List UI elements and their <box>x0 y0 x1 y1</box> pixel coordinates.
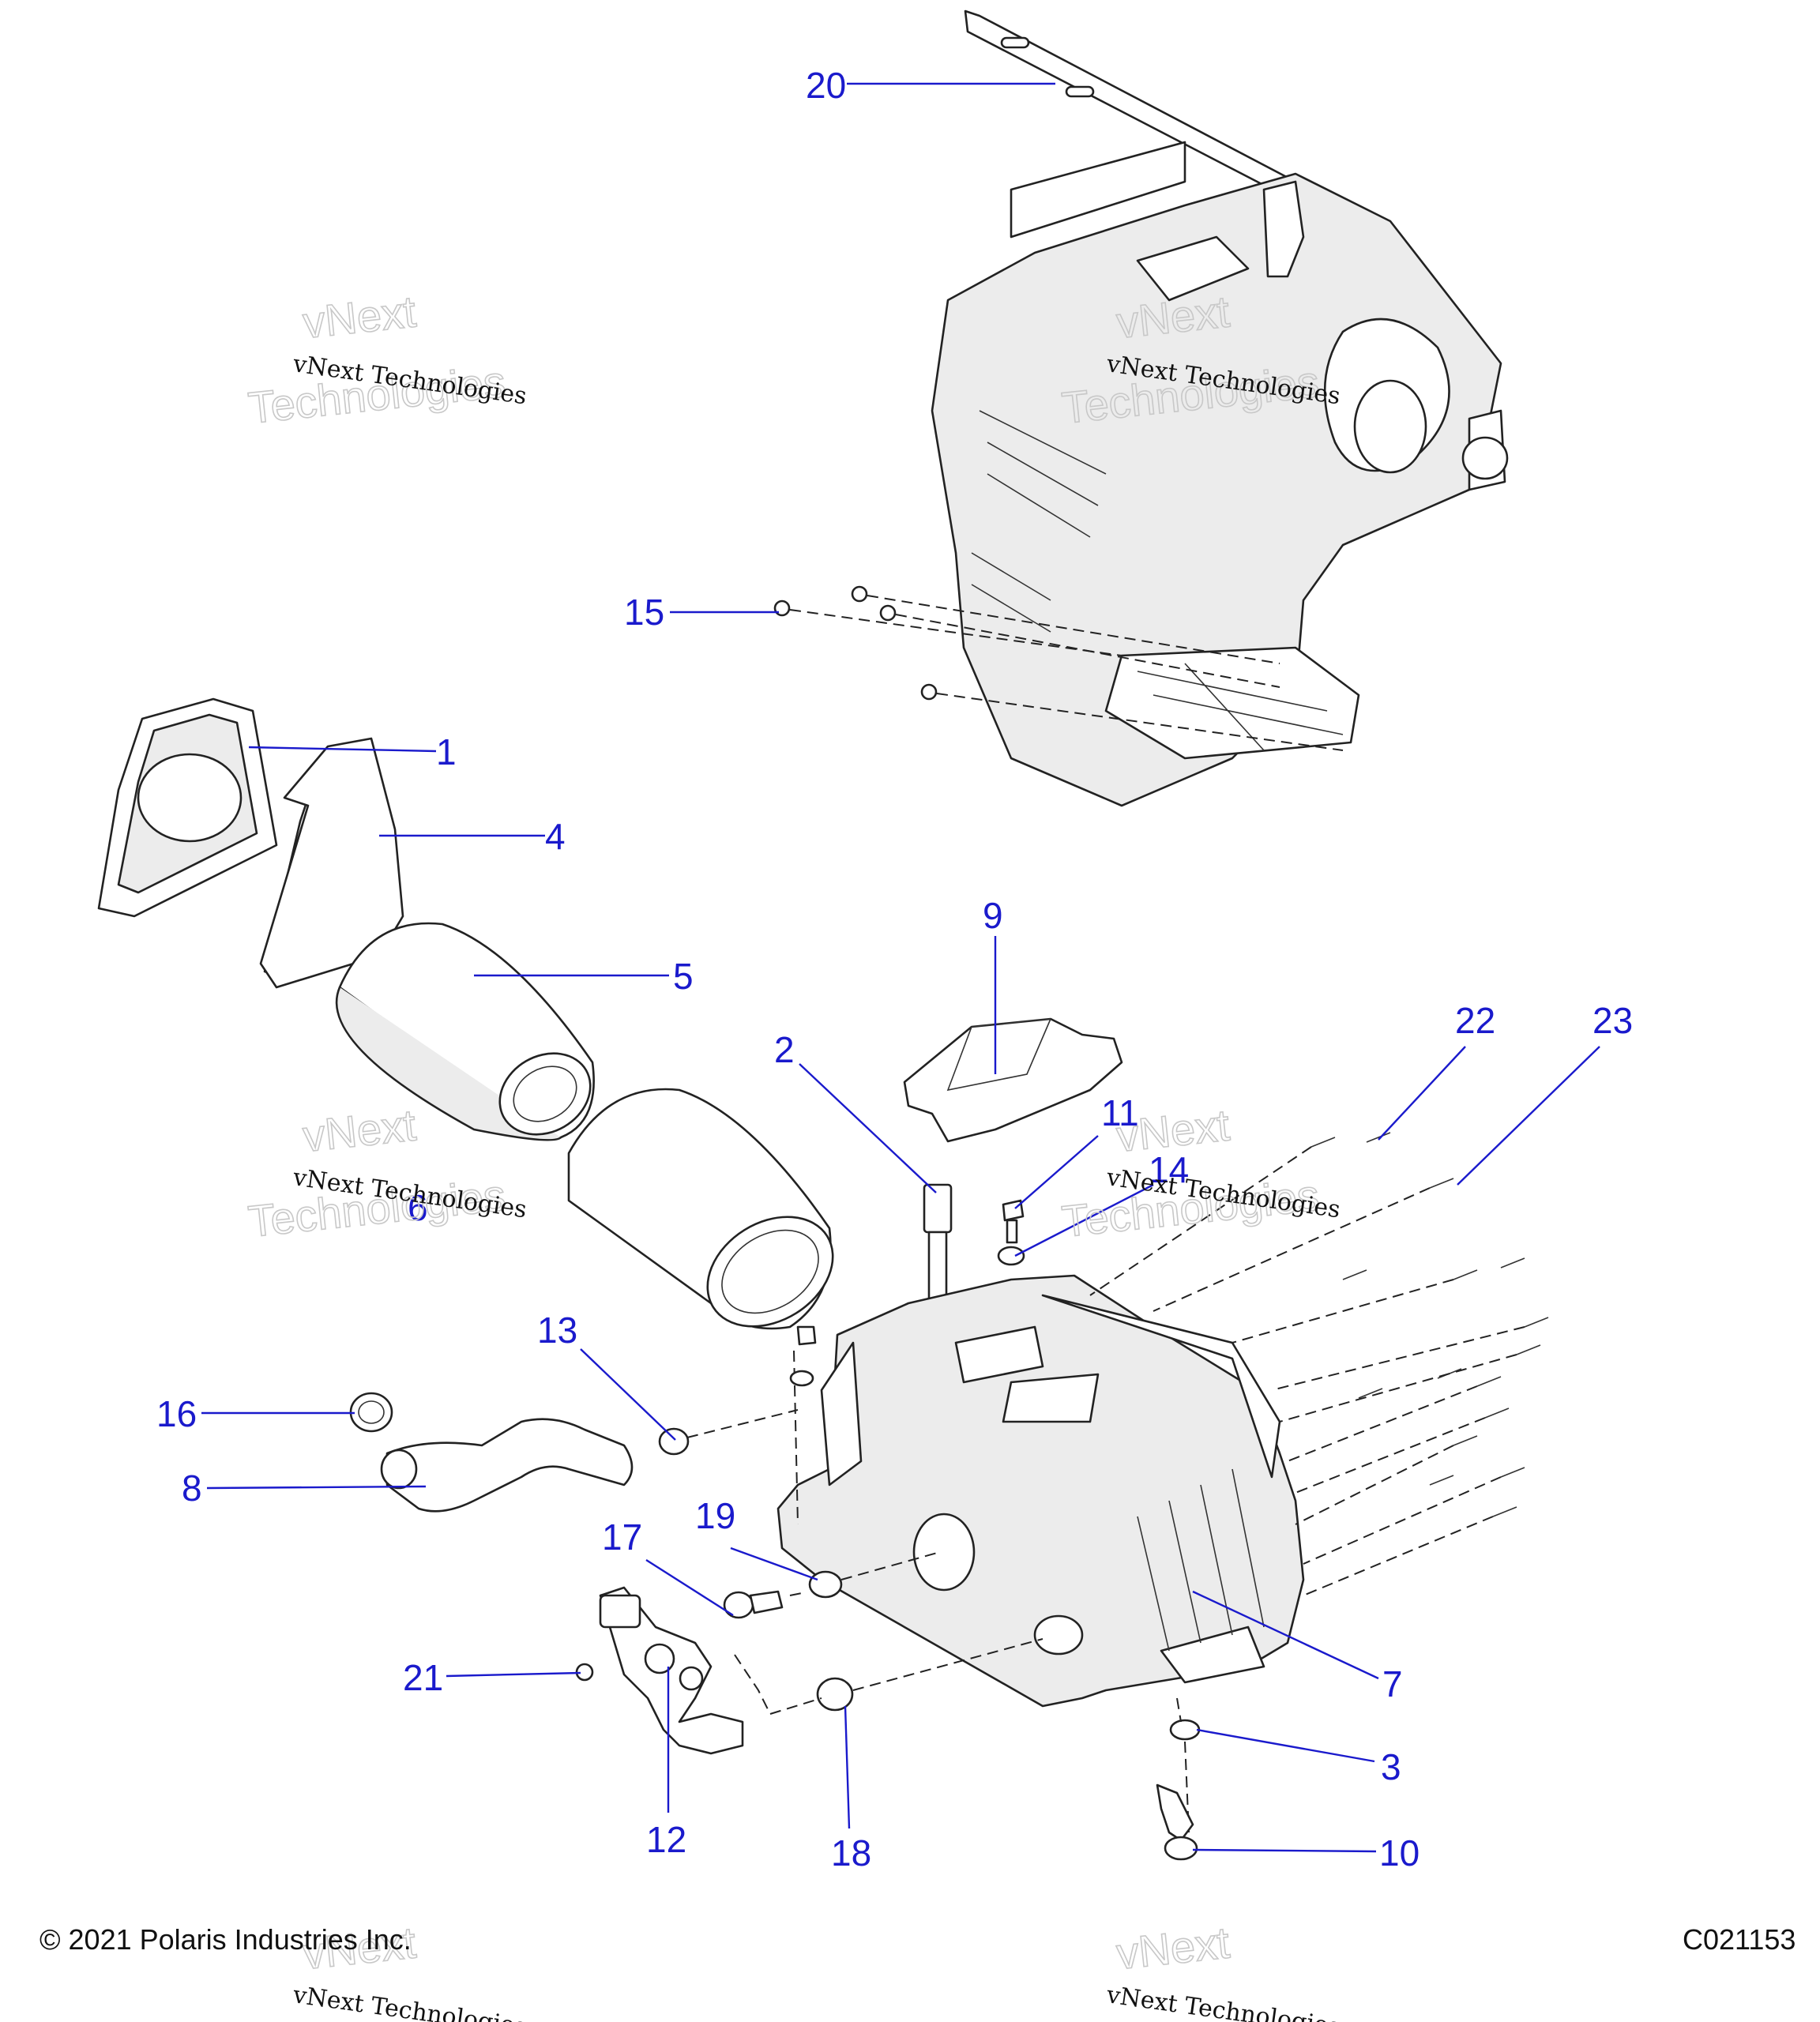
gasket <box>259 737 404 989</box>
washer-14 <box>997 1246 1025 1266</box>
callout-21: 21 <box>403 1657 443 1698</box>
lower-airbox-base <box>777 1274 1305 1708</box>
callout-5: 5 <box>673 956 694 997</box>
svg-text:vNext Technologies: vNext Technologies <box>291 1981 528 2022</box>
valve-assembly <box>599 1586 771 1755</box>
svg-text:vNext: vNext <box>1114 1917 1232 1979</box>
svg-text:vNext: vNext <box>300 286 418 348</box>
callout-15: 15 <box>624 592 664 633</box>
filter-element <box>335 922 595 1141</box>
pre-filter-sleeve <box>567 1088 834 1330</box>
callout-9: 9 <box>983 895 1003 936</box>
callout-18: 18 <box>831 1832 871 1874</box>
o-ring-3 <box>1169 1719 1201 1741</box>
copyright-notice: © 2021 Polaris Industries Inc. <box>39 1923 412 1956</box>
grommet-19 <box>808 1551 941 1599</box>
watermark-4: vNext Technologies vNext Technologies <box>1059 1099 1341 1247</box>
callout-7: 7 <box>1382 1663 1403 1704</box>
filter-housing-frame <box>97 697 278 918</box>
callout-19: 19 <box>695 1495 735 1536</box>
hose <box>380 1418 634 1513</box>
callout-1: 1 <box>436 731 457 772</box>
watermark-1: vNext Technologies vNext Technologies <box>245 286 528 434</box>
callout-22: 22 <box>1455 1000 1495 1041</box>
callout-16: 16 <box>156 1393 197 1434</box>
callout-14: 14 <box>1149 1149 1189 1190</box>
callout-numbers: 1 2 3 4 5 6 7 8 9 10 11 12 13 14 15 16 1… <box>156 65 1633 1874</box>
washer-center <box>789 1370 814 1387</box>
drawing-id: C021153 <box>1683 1923 1796 1956</box>
callout-10: 10 <box>1379 1832 1420 1874</box>
bolt-11 <box>1002 1199 1025 1244</box>
watermark-6: vNext vNext Technologies <box>1104 1917 1342 2022</box>
callout-23: 23 <box>1592 1000 1633 1041</box>
clamp-13 <box>658 1409 799 1456</box>
callout-20: 20 <box>806 65 846 106</box>
leader-lines <box>201 82 1600 1853</box>
svg-text:vNext Technologies: vNext Technologies <box>1104 1981 1342 2022</box>
svg-text:vNext: vNext <box>300 1099 418 1161</box>
fitting-17 <box>723 1590 807 1619</box>
drain-plug-10 <box>1156 1783 1198 1861</box>
callout-2: 2 <box>774 1029 795 1070</box>
bolts-22-23 <box>1089 1132 1549 1596</box>
callout-17: 17 <box>602 1516 642 1558</box>
screws-15 <box>773 585 1344 751</box>
bolt-center <box>796 1325 817 1346</box>
clamp-16 <box>349 1392 393 1433</box>
watermark-5: vNext vNext Technologies <box>291 1917 528 2022</box>
callout-3: 3 <box>1381 1746 1401 1787</box>
watermark-2: vNext Technologies vNext Technologies <box>1059 286 1341 434</box>
callout-13: 13 <box>537 1310 577 1351</box>
callout-4: 4 <box>545 816 566 857</box>
grommet-18 <box>769 1638 1043 1715</box>
callout-11: 11 <box>1101 1092 1139 1133</box>
cover-plate <box>903 1017 1123 1143</box>
bolt-line-center <box>793 1350 799 1525</box>
callout-6: 6 <box>408 1187 428 1228</box>
callout-12: 12 <box>646 1819 686 1860</box>
callout-8: 8 <box>182 1468 202 1509</box>
